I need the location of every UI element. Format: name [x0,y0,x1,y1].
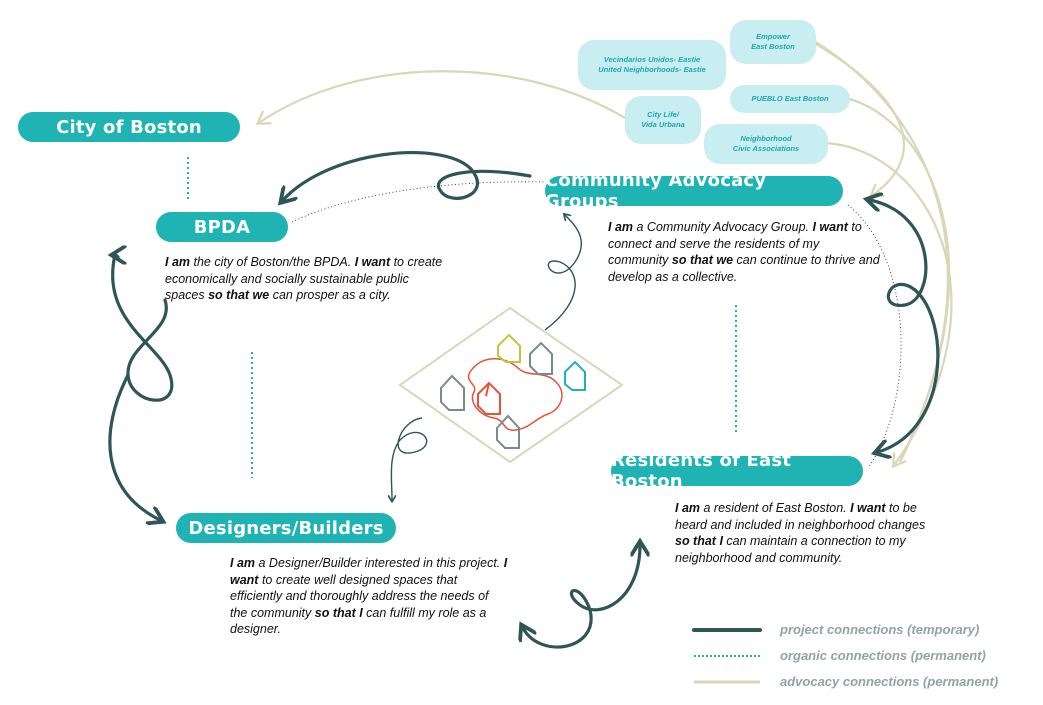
organic-fine-connections [291,181,902,469]
desc-designers-t2: to create well designed spaces that effi… [230,572,489,620]
bubble-nca-line1: Neighborhood [740,134,792,143]
desc-designers-t1: a Designer/Builder interested in this pr… [255,556,504,570]
house-gray-1 [529,341,553,375]
description-residents: I am a resident of East Boston. I want t… [675,500,943,566]
project-line-site-designers [391,417,428,500]
desc-bpda-t2: to create economically and socially sust… [165,255,443,302]
project-arrow-bpda-tip [115,255,118,257]
desc-designers-iam: I am [230,556,256,570]
desc-cag-sothat: so that we [671,253,734,267]
desc-designers-iwant: I want [230,556,508,587]
node-designers-builders: Designers/Builders [176,513,396,543]
site-diamond [398,306,624,464]
desc-cag-t2: to connect and serve the residents of my… [608,220,862,267]
desc-residents-t3: can maintain a connection to my neighbor… [675,534,906,565]
desc-cag-iam: I am [608,220,634,234]
desc-cag-t3: can continue to thrive and develop as a … [608,253,880,284]
bubble-empower-east-boston: Empower East Boston [730,20,816,64]
desc-cag-iwant: I want [812,220,848,234]
site-illustration [398,306,624,464]
house-red [477,381,501,415]
bubble-citylife-line1: City Life/ [647,110,679,119]
organic-connections [187,157,737,478]
desc-cag-t1: a Community Advocacy Group. [633,220,813,234]
node-residents-east-boston: Residents of East Boston [611,450,863,492]
bubble-vecindarios-line1: Vecindarios Unidos- Eastie [603,55,701,64]
bubble-pueblo-east-boston: PUEBLO East Boston [730,85,850,113]
house-teal [564,360,586,391]
bubble-nca-line2: Civic Associations [732,144,800,153]
description-bpda: I am the city of Boston/the BPDA. I want… [165,254,443,304]
project-thin-connections [391,215,582,500]
desc-bpda-t1: the city of Boston/the BPDA. [190,255,355,269]
project-line-site-cag [544,215,582,331]
desc-bpda-iam: I am [165,255,191,269]
legend-label-organic: organic connections (permanent) [780,648,986,663]
project-connections [108,151,940,649]
project-line-cag-bpda [283,151,532,200]
house-gray-3 [496,414,520,449]
bubble-neighborhood-civic-associations: Neighborhood Civic Associations [704,124,828,164]
node-city-label: City of Boston [56,116,202,138]
project-line-bpda-designers [111,253,174,402]
node-cag-label: Community Advocacy Groups [545,170,767,212]
desc-residents-t2: to be heard and included in neighborhood… [675,501,926,532]
legend-label-project: project connections (temporary) [780,622,980,637]
desc-residents-iam: I am [675,501,701,515]
house-yellow [497,333,521,363]
node-bpda-label: BPDA [193,216,251,238]
bubble-empower-line1: Empower [756,32,790,41]
advocacy-line-nca [825,141,953,464]
node-designers-label: Designers/Builders [188,517,384,539]
description-designers: I am a Designer/Builder interested in th… [230,555,508,638]
node-city-of-boston: City of Boston [18,112,240,142]
advocacy-line-to-city [260,70,626,122]
site-blob [467,358,563,431]
node-bpda: BPDA [156,212,288,242]
project-line-bpda-designers-b [108,373,160,520]
project-line-cag-residents [870,200,940,452]
desc-designers-t3: can fulfill my role as a designer. [230,605,487,637]
desc-residents-iwant: I want [850,501,886,515]
advocacy-connections [260,35,953,464]
legend-label-advocacy: advocacy connections (permanent) [780,674,999,689]
project-line-designers-residents [523,545,640,649]
description-cag: I am a Community Advocacy Group. I want … [608,219,880,285]
node-community-advocacy-groups: Community Advocacy Groups [545,170,843,212]
desc-bpda-iwant: I want [354,255,391,269]
bubble-pueblo-line1: PUEBLO East Boston [751,94,829,103]
house-gray-2 [440,374,465,411]
desc-bpda-sothat: so that we [208,288,270,302]
desc-designers-sothat: so that I [314,605,363,620]
bubble-city-life-vida-urbana: City Life/ Vida Urbana [625,96,701,144]
organic-line-cag-residents-curve [847,204,902,469]
bubble-vecindarios-unidos: Vecindarios Unidos- Eastie United Neighb… [578,40,726,90]
legend-swatches [692,628,762,684]
bubble-empower-line2: East Boston [751,42,795,51]
desc-residents-t1: a resident of East Boston. [700,501,851,515]
organic-line-bpda-cag [291,181,546,223]
bubble-citylife-line2: Vida Urbana [641,120,685,129]
advocacy-line-pueblo [845,96,951,463]
desc-bpda-t3: can prosper as a city. [269,288,391,302]
bubble-vecindarios-line2: United Neighborhoods- Eastie [598,65,706,74]
desc-residents-sothat: so that I [675,534,723,548]
node-residents-label: Residents of East Boston [611,450,792,492]
